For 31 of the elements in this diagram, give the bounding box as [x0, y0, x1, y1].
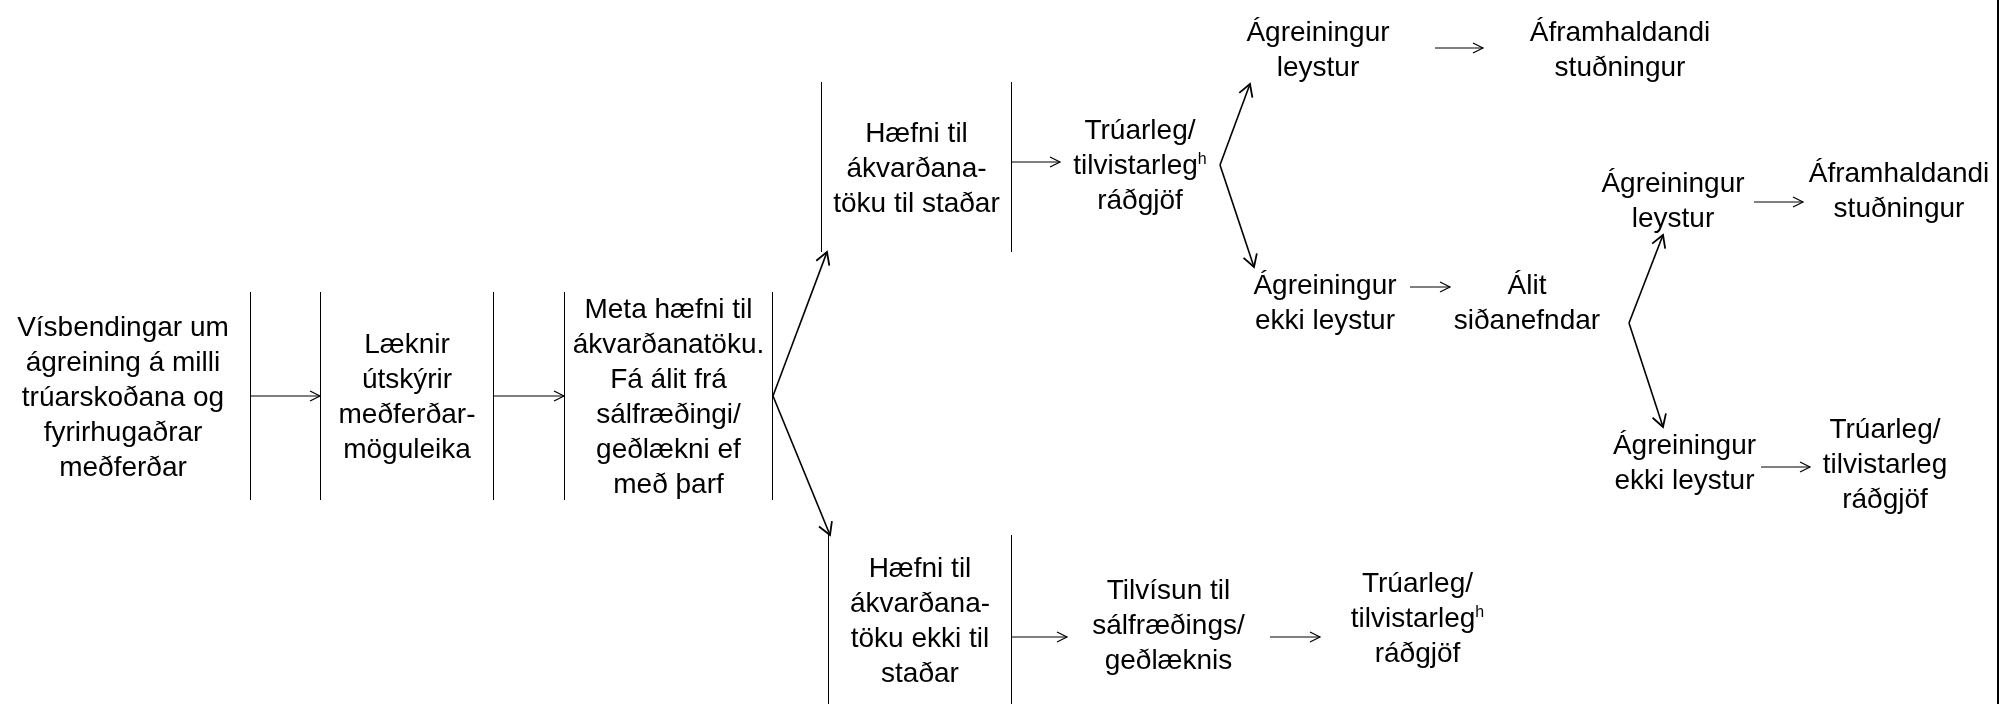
arrow — [1760, 461, 1811, 473]
step-box: Læknir útskýrir meðferðar- möguleika — [320, 292, 494, 500]
step-text: Ágreiningur leystur — [1592, 165, 1754, 235]
arrow — [1753, 196, 1804, 208]
arrow — [1409, 281, 1451, 293]
arrow — [1269, 631, 1321, 643]
step-text: Ágreiningur ekki leystur — [1245, 267, 1410, 337]
arrow — [250, 390, 321, 402]
arrow — [772, 395, 833, 536]
arrow — [1219, 83, 1254, 166]
arrow — [1628, 234, 1667, 324]
step-text: Tilvísun til sálfræðings/ geðlæknis — [1067, 572, 1270, 677]
arrow — [772, 251, 831, 397]
arrow — [1219, 164, 1258, 268]
arrow — [1628, 322, 1667, 428]
step-text: Álit siðanefndar — [1450, 267, 1629, 337]
arrow — [1434, 42, 1484, 54]
step-text: Trúarleg/ tilvistarleg$^{h}$ ráðgjöf — [1320, 565, 1490, 670]
step-box: Hæfni til ákvarðana- töku til staðar — [821, 82, 1012, 252]
step-box: Vísbendingar um ágreining á milli trúarskoðana og fyrirhugaðrar meðferðar — [0, 292, 251, 500]
arrow — [1011, 156, 1061, 168]
step-text: Trúarleg/ tilvistarleg$^{h}$ ráðgjöf — [1060, 112, 1220, 217]
arrow — [1011, 631, 1068, 643]
step-text: Áframhaldandi stuðningur — [1803, 155, 1995, 225]
step-text: Trúarleg/ tilvistarleg ráðgjöf — [1810, 411, 1960, 516]
step-text: Áframhaldandi stuðningur — [1483, 14, 1720, 84]
step-box: Meta hæfni til ákvarðanatöku. Fá álit frá sálfræðingi/ geðlækni ef með þarf — [564, 292, 773, 500]
step-text: Ágreiningur ekki leystur — [1608, 427, 1761, 497]
step-box: Hæfni til ákvarðana- töku ekki til staðar — [828, 535, 1012, 704]
arrow — [493, 390, 565, 402]
step-text: Ágreiningur leystur — [1238, 14, 1435, 84]
